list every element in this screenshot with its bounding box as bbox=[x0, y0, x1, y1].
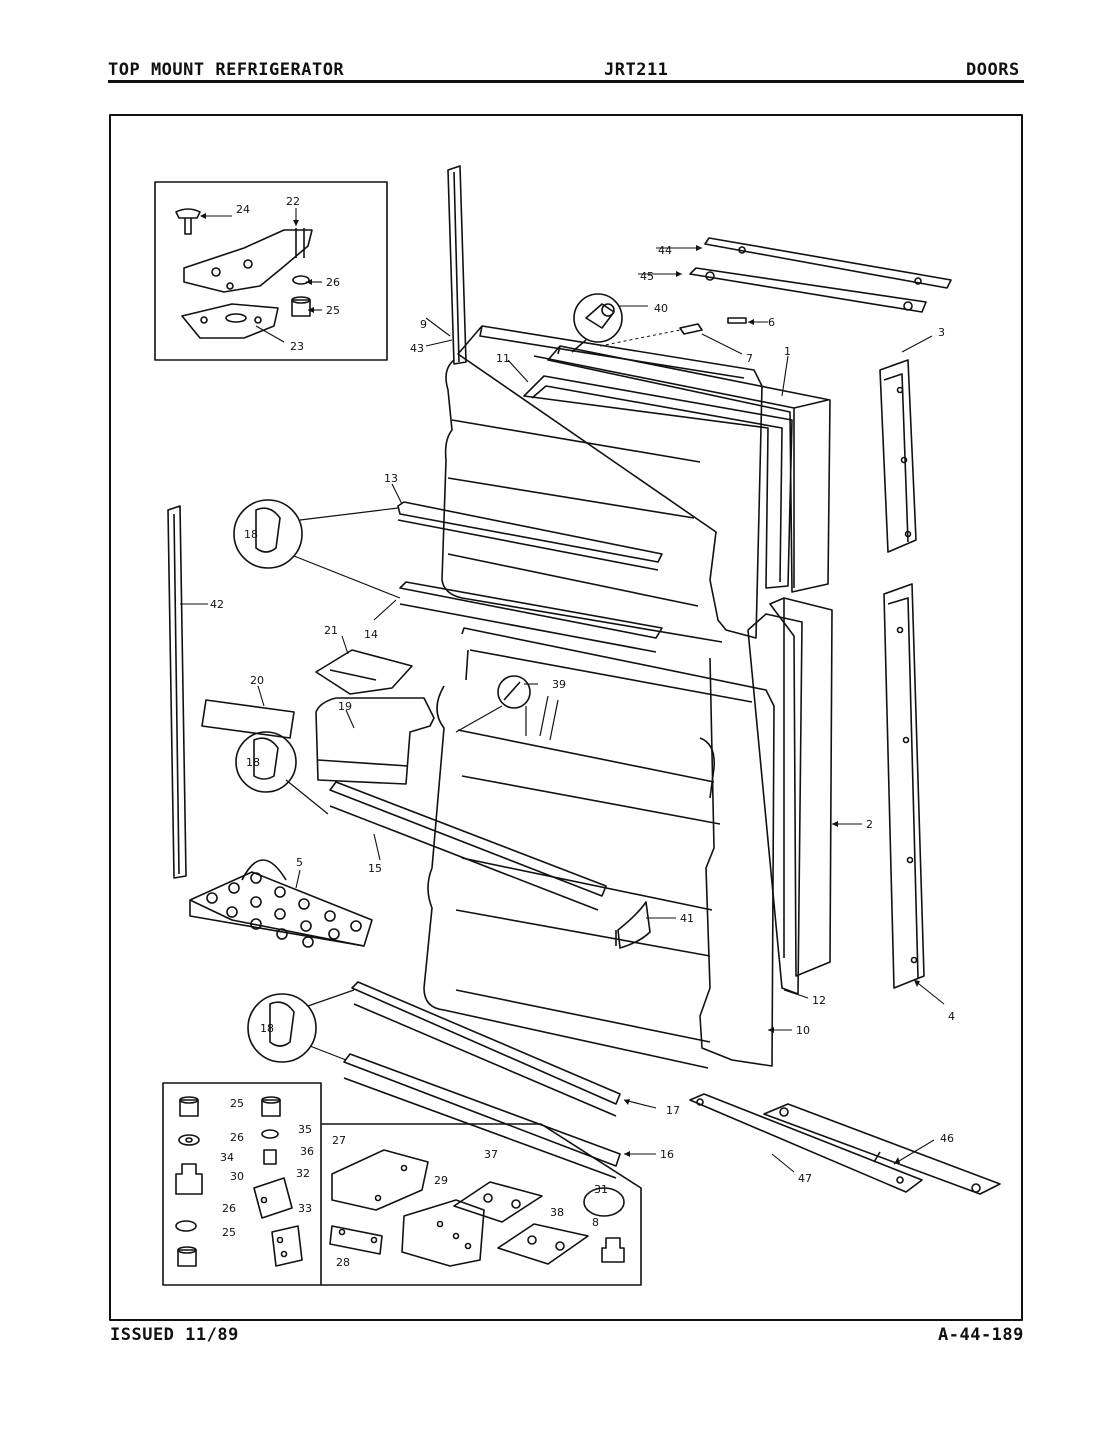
shelf-bar-17 bbox=[351, 981, 621, 1117]
dairy-door-19 bbox=[315, 697, 435, 785]
callout-24: 24 bbox=[236, 203, 250, 216]
callout-2: 2 bbox=[866, 818, 873, 831]
model-number: JRT211 bbox=[604, 60, 669, 80]
fresh-food-door-outer bbox=[769, 597, 833, 977]
callout-34: 34 bbox=[220, 1151, 234, 1164]
callout-32: 32 bbox=[296, 1167, 310, 1180]
header-title: TOP MOUNT REFRIGERATOR bbox=[108, 60, 345, 80]
top-hinge-inset bbox=[154, 181, 388, 361]
callout-13: 13 bbox=[384, 472, 398, 485]
callout-14: 14 bbox=[364, 628, 378, 641]
callout-7: 7 bbox=[746, 352, 753, 365]
callout-23: 23 bbox=[290, 340, 304, 353]
side-rail-3 bbox=[879, 359, 917, 553]
callout-27: 27 bbox=[332, 1134, 346, 1147]
callout-36: 36 bbox=[300, 1145, 314, 1158]
callout-31: 31 bbox=[594, 1183, 608, 1196]
callout-45: 45 bbox=[640, 270, 654, 283]
callout-19: 19 bbox=[338, 700, 352, 713]
callout-37: 37 bbox=[484, 1148, 498, 1161]
callout-42: 42 bbox=[210, 598, 224, 611]
trim-47 bbox=[689, 1093, 923, 1193]
shelf-bar-13 bbox=[397, 501, 663, 571]
retainer-18-inset-3 bbox=[247, 989, 355, 1063]
callout-18a: 18 bbox=[244, 528, 258, 541]
callout-41: 41 bbox=[680, 912, 694, 925]
header-rule bbox=[108, 80, 1024, 83]
callout-18b: 18 bbox=[246, 756, 260, 769]
callout-6: 6 bbox=[768, 316, 775, 329]
callout-46: 46 bbox=[940, 1132, 954, 1145]
section-title: DOORS bbox=[966, 60, 1020, 80]
callout-26: 26 bbox=[326, 276, 340, 289]
callout-21: 21 bbox=[324, 624, 338, 637]
callout-16: 16 bbox=[660, 1148, 674, 1161]
freezer-gasket bbox=[523, 375, 793, 589]
freezer-inner-door bbox=[441, 325, 763, 643]
callout-5: 5 bbox=[296, 856, 303, 869]
shelf-bar-14 bbox=[399, 581, 663, 653]
trim-45 bbox=[689, 267, 927, 313]
strip-43 bbox=[447, 165, 467, 365]
callout-40: 40 bbox=[654, 302, 668, 315]
trim-46 bbox=[763, 1103, 1001, 1195]
egg-tray-5 bbox=[189, 859, 373, 948]
callout-4: 4 bbox=[948, 1010, 955, 1023]
callout-15: 15 bbox=[368, 862, 382, 875]
issued-date: ISSUED 11/89 bbox=[110, 1325, 239, 1345]
dairy-cover-21 bbox=[315, 649, 413, 695]
shelf-bar-16 bbox=[343, 1053, 621, 1179]
callout-11: 11 bbox=[496, 352, 510, 365]
callout-44: 44 bbox=[658, 244, 672, 257]
callout-29: 29 bbox=[434, 1174, 448, 1187]
callout-30: 30 bbox=[230, 1170, 244, 1183]
callout-25-lower: 25 bbox=[230, 1097, 244, 1110]
label-20 bbox=[201, 699, 295, 739]
callout-39: 39 bbox=[552, 678, 566, 691]
diagram-frame bbox=[109, 114, 1023, 1321]
callout-20: 20 bbox=[250, 674, 264, 687]
callout-28: 28 bbox=[336, 1256, 350, 1269]
callout-12: 12 bbox=[812, 994, 826, 1007]
callout-9: 9 bbox=[420, 318, 427, 331]
retainer-18-inset-1 bbox=[233, 499, 401, 599]
callout-1: 1 bbox=[784, 345, 791, 358]
callout-47: 47 bbox=[798, 1172, 812, 1185]
callout-35: 35 bbox=[298, 1123, 312, 1136]
fresh-food-inner-door bbox=[423, 627, 775, 1069]
trim-44 bbox=[704, 237, 952, 289]
callout-26-bottom: 26 bbox=[222, 1202, 236, 1215]
callout-3: 3 bbox=[938, 326, 945, 339]
pin-6 bbox=[727, 317, 747, 324]
clip-39-inset bbox=[455, 675, 531, 736]
freezer-door-outer bbox=[533, 345, 831, 593]
callout-8: 8 bbox=[592, 1216, 599, 1229]
callout-38: 38 bbox=[550, 1206, 564, 1219]
clip-7 bbox=[679, 323, 703, 335]
cap-40-inset bbox=[571, 293, 623, 353]
lower-hinge-inset bbox=[162, 1082, 642, 1286]
callout-33: 33 bbox=[298, 1202, 312, 1215]
fresh-food-gasket bbox=[747, 613, 803, 995]
callout-25-bottom: 25 bbox=[222, 1226, 236, 1239]
side-rail-4 bbox=[883, 583, 925, 989]
leader-arrowheads bbox=[200, 213, 920, 1164]
callout-26-lower: 26 bbox=[230, 1131, 244, 1144]
callout-25: 25 bbox=[326, 304, 340, 317]
bracket-41 bbox=[615, 901, 651, 949]
callout-10: 10 bbox=[796, 1024, 810, 1037]
shelf-bar-15 bbox=[329, 781, 607, 911]
drawing-code: A-44-189 bbox=[938, 1325, 1024, 1345]
retainer-18-inset-2 bbox=[235, 731, 329, 815]
callout-22: 22 bbox=[286, 195, 300, 208]
strip-42 bbox=[167, 505, 187, 879]
callout-17: 17 bbox=[666, 1104, 680, 1117]
callout-43: 43 bbox=[410, 342, 424, 355]
callout-18c: 18 bbox=[260, 1022, 274, 1035]
